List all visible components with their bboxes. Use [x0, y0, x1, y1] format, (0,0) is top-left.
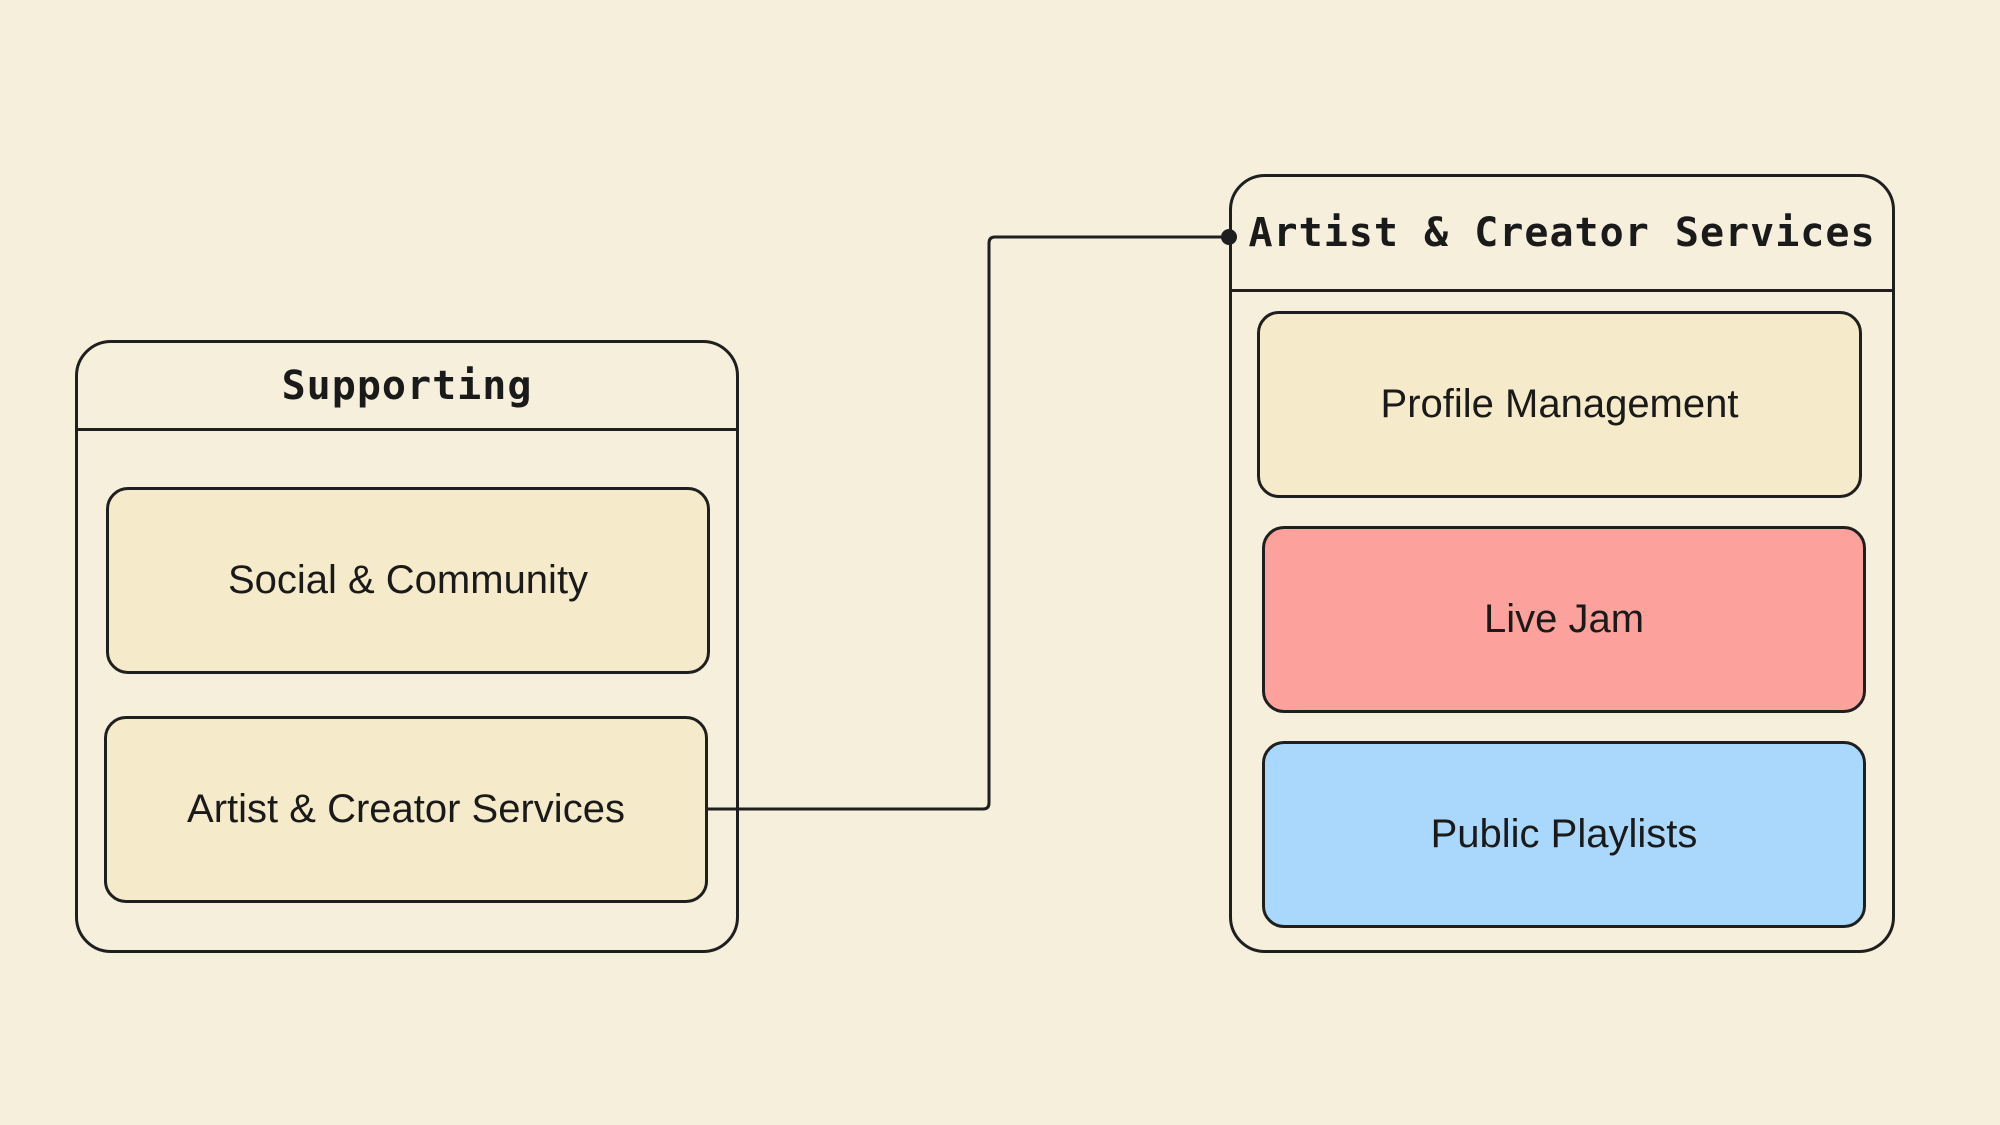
artist-creator-services-module[interactable]: Artist & Creator Services: [104, 716, 708, 903]
profile-management-module[interactable]: Profile Management: [1257, 311, 1862, 498]
public-playlists-module[interactable]: Public Playlists: [1262, 741, 1866, 928]
live-jam-module[interactable]: Live Jam: [1262, 526, 1866, 713]
social-community-module[interactable]: Social & Community: [106, 487, 710, 674]
artist-creator-services-group-title: Artist & Creator Services: [1232, 177, 1892, 292]
connector-line: [708, 235, 1229, 811]
supporting-group-title: Supporting: [78, 343, 736, 431]
